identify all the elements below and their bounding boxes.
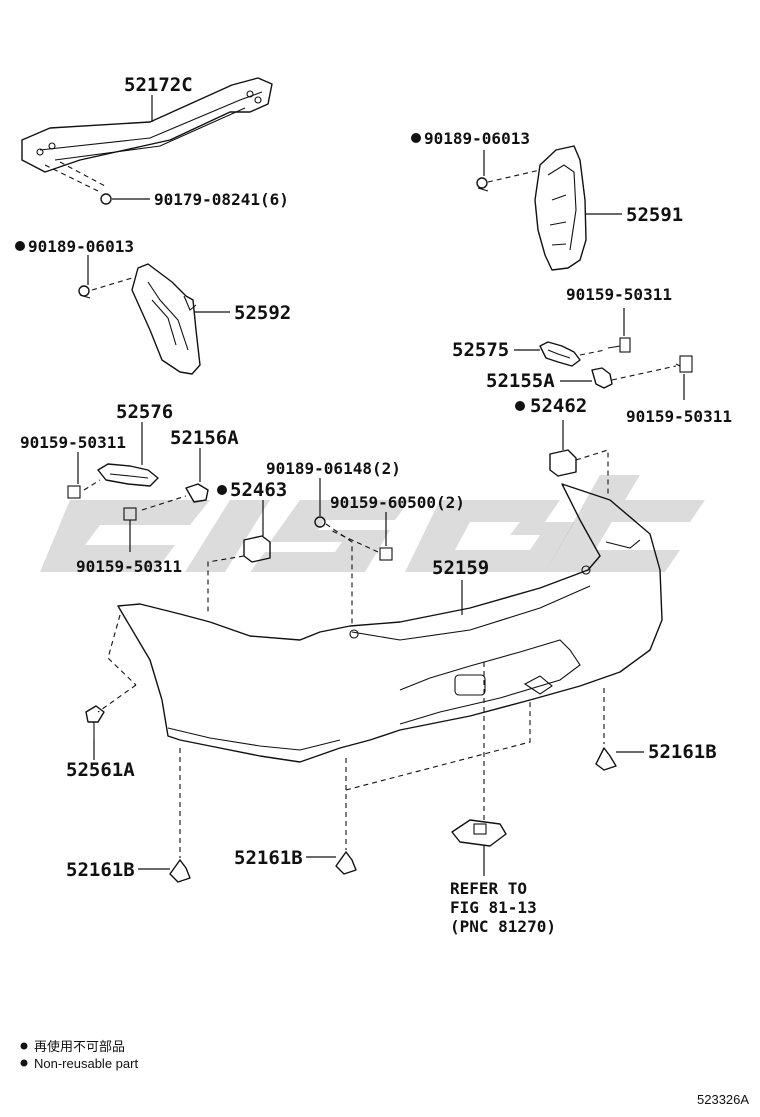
reference-line-2: FIG 81-13: [450, 898, 537, 917]
label-52161b-right: 52161B: [648, 741, 717, 763]
label-52575: 52575: [452, 339, 509, 361]
label-90159-50311-b: 90159-50311: [626, 407, 732, 426]
label-52156a: 52156A: [170, 427, 239, 449]
bumper-cover-52159-drawing: [117, 483, 663, 763]
label-90189-06013-left: 90189-06013: [28, 237, 134, 256]
label-52561a: 52561A: [66, 759, 135, 781]
pad-52463-drawing: [207, 535, 271, 615]
bracket-52591-drawing: [476, 145, 587, 271]
reference-line-1: REFER TO: [450, 879, 527, 898]
retainer-52575-drawing: [539, 337, 631, 367]
legend-english: Non-reusable part: [34, 1056, 138, 1071]
label-90179-08241: 90179-08241(6): [154, 190, 289, 209]
label-52159: 52159: [432, 557, 489, 579]
label-52161b-mid: 52161B: [234, 847, 303, 869]
non-reusable-marker: [15, 241, 25, 251]
label-52462: 52462: [530, 395, 587, 417]
watermark-logo: [40, 475, 705, 572]
label-90189-06013-right: 90189-06013: [424, 129, 530, 148]
reinforcement-52172c-drawing: [21, 77, 273, 205]
legend-dot-icon: [20, 1042, 28, 1050]
figure-id: 523326A: [697, 1092, 749, 1107]
label-52172c: 52172C: [124, 74, 193, 96]
clip-52161b-mid-drawing: [335, 851, 357, 875]
retainer-52576-drawing: [67, 463, 159, 499]
clip-52161b-right-drawing: [595, 747, 617, 771]
label-90159-60500: 90159-60500(2): [330, 493, 465, 512]
non-reusable-marker: [411, 133, 421, 143]
clip-52561a-drawing: [85, 705, 105, 740]
label-52591: 52591: [626, 204, 683, 226]
legend-japanese: 再使用不可部品: [34, 1039, 125, 1054]
clip-52161b-left-drawing: [169, 859, 191, 883]
license-lamp-drawing: [451, 819, 507, 847]
reference-line-3: (PNC 81270): [450, 917, 556, 936]
label-52576: 52576: [116, 401, 173, 423]
non-reusable-marker: [217, 485, 227, 495]
pad-52462-drawing: [549, 449, 609, 495]
label-52155a: 52155A: [486, 370, 555, 392]
label-52161b-left: 52161B: [66, 859, 135, 881]
label-52592: 52592: [234, 302, 291, 324]
screw-90159-60500-drawing: [329, 529, 393, 561]
legend-dot-icon: [20, 1059, 28, 1067]
clip-90189-06148-drawing: [314, 516, 353, 625]
bracket-52592-drawing: [78, 263, 201, 375]
label-90159-50311-d: 90159-50311: [76, 557, 182, 576]
label-90159-50311-a: 90159-50311: [566, 285, 672, 304]
non-reusable-marker: [515, 401, 525, 411]
label-90159-50311-c: 90159-50311: [20, 433, 126, 452]
label-52463: 52463: [230, 479, 287, 501]
retainer-52155a-drawing: [591, 355, 693, 389]
label-90189-06148: 90189-06148(2): [266, 459, 401, 478]
